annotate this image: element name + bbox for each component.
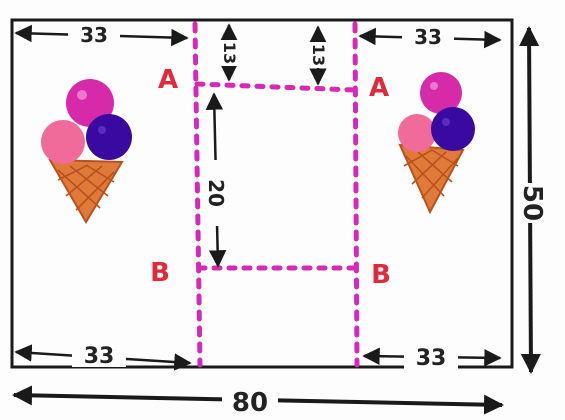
point-label-a-left: A [158, 65, 178, 95]
label-inner-top-left: 13 [220, 42, 239, 64]
label-inner-top-right: 13 [309, 44, 328, 66]
label-bottom-right-margin: 33 [416, 346, 447, 371]
label-height: 50 [517, 185, 547, 221]
dashed-line-left [192, 21, 203, 368]
label-top-left-margin: 33 [80, 23, 108, 47]
ice-cream-cone-icon-right [398, 72, 475, 215]
point-label-a-right: A [369, 73, 389, 103]
point-label-b-right: B [371, 260, 391, 290]
label-width: 80 [232, 388, 268, 418]
ice-cream-cone-icon-left [41, 79, 132, 224]
dashed-line-right [352, 21, 360, 368]
label-top-right-margin: 33 [414, 25, 442, 49]
dashed-line-a [194, 81, 358, 93]
label-bottom-left-margin: 33 [84, 344, 115, 369]
point-label-b-left: B [150, 258, 170, 288]
field-border [10, 18, 514, 369]
label-inner-vertical: 20 [204, 179, 228, 207]
